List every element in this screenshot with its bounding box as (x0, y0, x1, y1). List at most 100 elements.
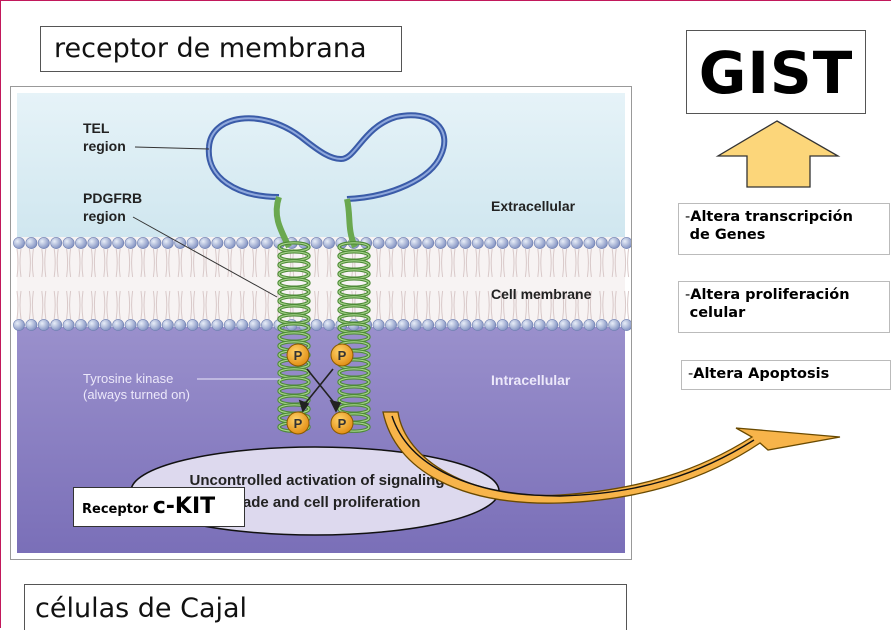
membrane-bead (161, 319, 174, 331)
membrane-bead (137, 319, 149, 331)
membrane-bead (37, 319, 50, 331)
membrane-bead (459, 237, 472, 249)
lipid-tail (512, 290, 518, 320)
pdgfrb-leader (132, 216, 278, 298)
lipid-tail (574, 248, 580, 278)
membrane-beads-top (13, 237, 633, 249)
lipid-tail (202, 290, 208, 320)
membrane-bead (13, 319, 25, 331)
lipid-tail (450, 290, 456, 320)
lipid-tail (562, 290, 568, 320)
membrane-bead (248, 319, 261, 331)
membrane-bead (409, 237, 422, 249)
membrane-bead (13, 237, 25, 249)
ellipse-text-line2: cascade and cell proliferation (210, 494, 421, 511)
membrane-bead (25, 237, 38, 249)
lipid-tail (264, 248, 270, 278)
membrane-bead (223, 237, 236, 249)
membrane-bead (75, 319, 87, 331)
extracellular-region (17, 93, 625, 243)
curved-arrow-icon (382, 411, 841, 504)
lipid-tail (239, 290, 245, 320)
effect-text: Altera proliferación (690, 287, 850, 303)
lipid-tail (400, 290, 406, 320)
lipid-tail (190, 290, 196, 320)
lipid-tail (376, 290, 382, 320)
lipid-tail (28, 248, 34, 278)
svg-text:P: P (294, 348, 303, 363)
membrane-bead (37, 237, 50, 249)
lipid-tail (227, 290, 233, 320)
membrane-bead (595, 319, 608, 331)
phosphate-bottom-left: P (286, 411, 310, 435)
lipid-tail (28, 290, 34, 320)
svg-text:P: P (338, 416, 347, 431)
membrane-bead (583, 237, 596, 249)
membrane-bead (137, 237, 149, 249)
lipid-tail (16, 290, 22, 320)
lipid-tail (586, 290, 592, 320)
membrane-bead (112, 319, 125, 331)
phosphate-top-left: P (286, 343, 310, 367)
membrane-bead (149, 319, 162, 331)
lipid-tail (140, 248, 146, 278)
membrane-bead (571, 237, 583, 249)
gist-box: GIST (686, 30, 866, 114)
lipid-tail (438, 290, 444, 320)
receptor-diagram-svg: P P P P TEL region PDGFRB region Extrace… (13, 93, 633, 553)
effect-text-line2: celular (689, 305, 746, 321)
membrane-bead (509, 319, 521, 331)
membrane-bead (62, 237, 75, 249)
membrane-bead (50, 319, 63, 331)
up-arrow-icon (715, 120, 841, 188)
lipid-tail (177, 248, 183, 278)
bottom-label-text: células de Cajal (35, 593, 248, 624)
lipid-tail (624, 248, 630, 278)
lipid-tail (512, 248, 518, 278)
lipid-tail (562, 248, 568, 278)
membrane-bead (211, 319, 224, 331)
receptor-label-name: c-KIT (152, 494, 216, 519)
ellipse-text-line1: Uncontrolled activation of signaling (189, 472, 444, 489)
membrane-bead (521, 319, 534, 331)
membrane-bead (261, 319, 273, 331)
membrane-bead (409, 319, 422, 331)
membrane-bead (248, 237, 261, 249)
membrane-bead (509, 237, 521, 249)
lipid-tail (425, 290, 431, 320)
lipid-tails (16, 248, 630, 320)
svg-text:P: P (294, 416, 303, 431)
svg-text:P: P (338, 348, 347, 363)
membrane-bead (447, 319, 459, 331)
lipid-tail (537, 248, 543, 278)
membrane-bead (25, 319, 38, 331)
membrane-bead (186, 237, 199, 249)
lipid-tail (462, 290, 468, 320)
membrane-bead (236, 319, 249, 331)
membrane-bead (571, 319, 583, 331)
lipid-tail (53, 248, 59, 278)
membrane-bead (608, 319, 621, 331)
membrane-bead (533, 237, 546, 249)
effect-prefix: - (685, 209, 691, 225)
lipid-tail (413, 248, 419, 278)
membrane-bead (385, 319, 397, 331)
membrane-bead (422, 319, 435, 331)
receptor-diagram: P P P P TEL region PDGFRB region Extrace… (10, 86, 633, 560)
lipid-tail (425, 248, 431, 278)
membrane-bead (447, 237, 459, 249)
lipid-tail (78, 290, 84, 320)
membrane-bead (372, 319, 385, 331)
membrane-bead (112, 237, 125, 249)
membrane-region (17, 237, 625, 329)
lipid-tail (400, 248, 406, 278)
lipid-tail (599, 290, 605, 320)
lipid-tail (152, 290, 158, 320)
membrane-bead (583, 319, 596, 331)
membrane-bead (75, 237, 87, 249)
membrane-bead (471, 319, 484, 331)
membrane-bead (99, 319, 112, 331)
membrane-bead (434, 319, 447, 331)
receptor-label-box: Receptor c-KIT (73, 487, 245, 527)
membrane-bead (87, 319, 100, 331)
